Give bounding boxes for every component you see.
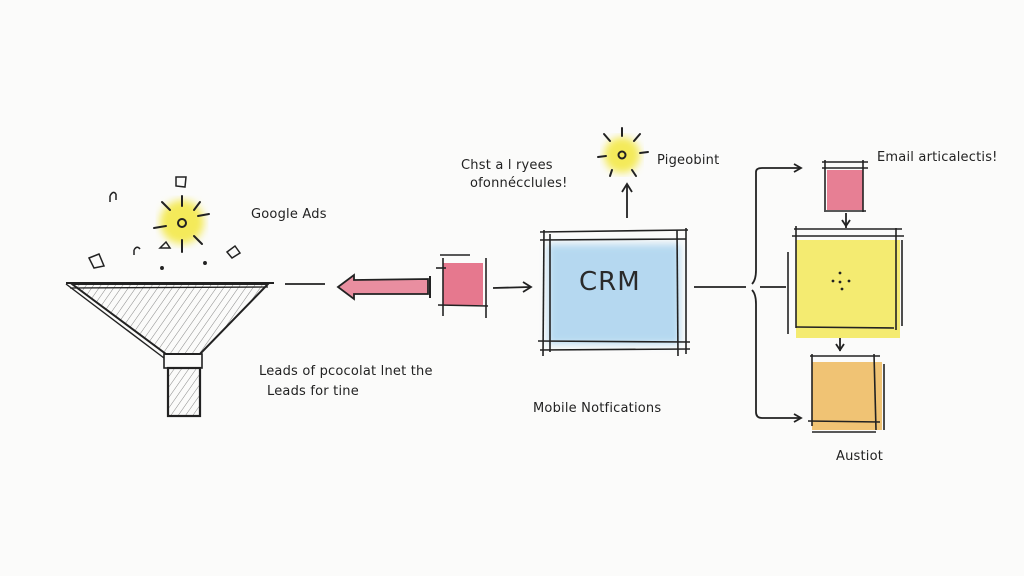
branch-bracket [751, 163, 803, 423]
google-ads-label: Google Ads [251, 207, 327, 222]
confetti-doodles [87, 176, 242, 270]
chat-note-line1: Chst a l ryees [461, 158, 553, 173]
bottom-box[interactable] [807, 353, 885, 433]
arrow-to-endpoint [621, 182, 633, 218]
leads-note-line2: Leads for tine [267, 384, 359, 399]
hub-box[interactable] [787, 226, 904, 338]
funnel-icon [65, 282, 274, 418]
chat-note-line2: ofonnécclules! [470, 176, 568, 191]
hub-dots-icon [831, 271, 851, 291]
arrow-to-crm [492, 281, 533, 293]
mobile-notifications-label: Mobile Notfications [533, 401, 662, 416]
email-label: Email articalectis! [877, 150, 998, 165]
arrow-email-to-hub [841, 213, 851, 228]
email-box[interactable] [822, 160, 868, 212]
crm-box[interactable] [537, 228, 691, 357]
left-arrow-icon [336, 273, 431, 301]
sun-icon [153, 195, 210, 253]
endpoint-sun-icon [597, 127, 649, 177]
arrow-hub-to-bottom [835, 338, 845, 352]
crm-label: CRM [579, 267, 641, 297]
leads-note-line1: Leads of pcocolat lnet the [259, 364, 433, 379]
bottom-box-label: Austiot [836, 449, 884, 464]
endpoint-label: Pigeobint [657, 153, 720, 168]
lead-source-box[interactable] [436, 254, 489, 318]
